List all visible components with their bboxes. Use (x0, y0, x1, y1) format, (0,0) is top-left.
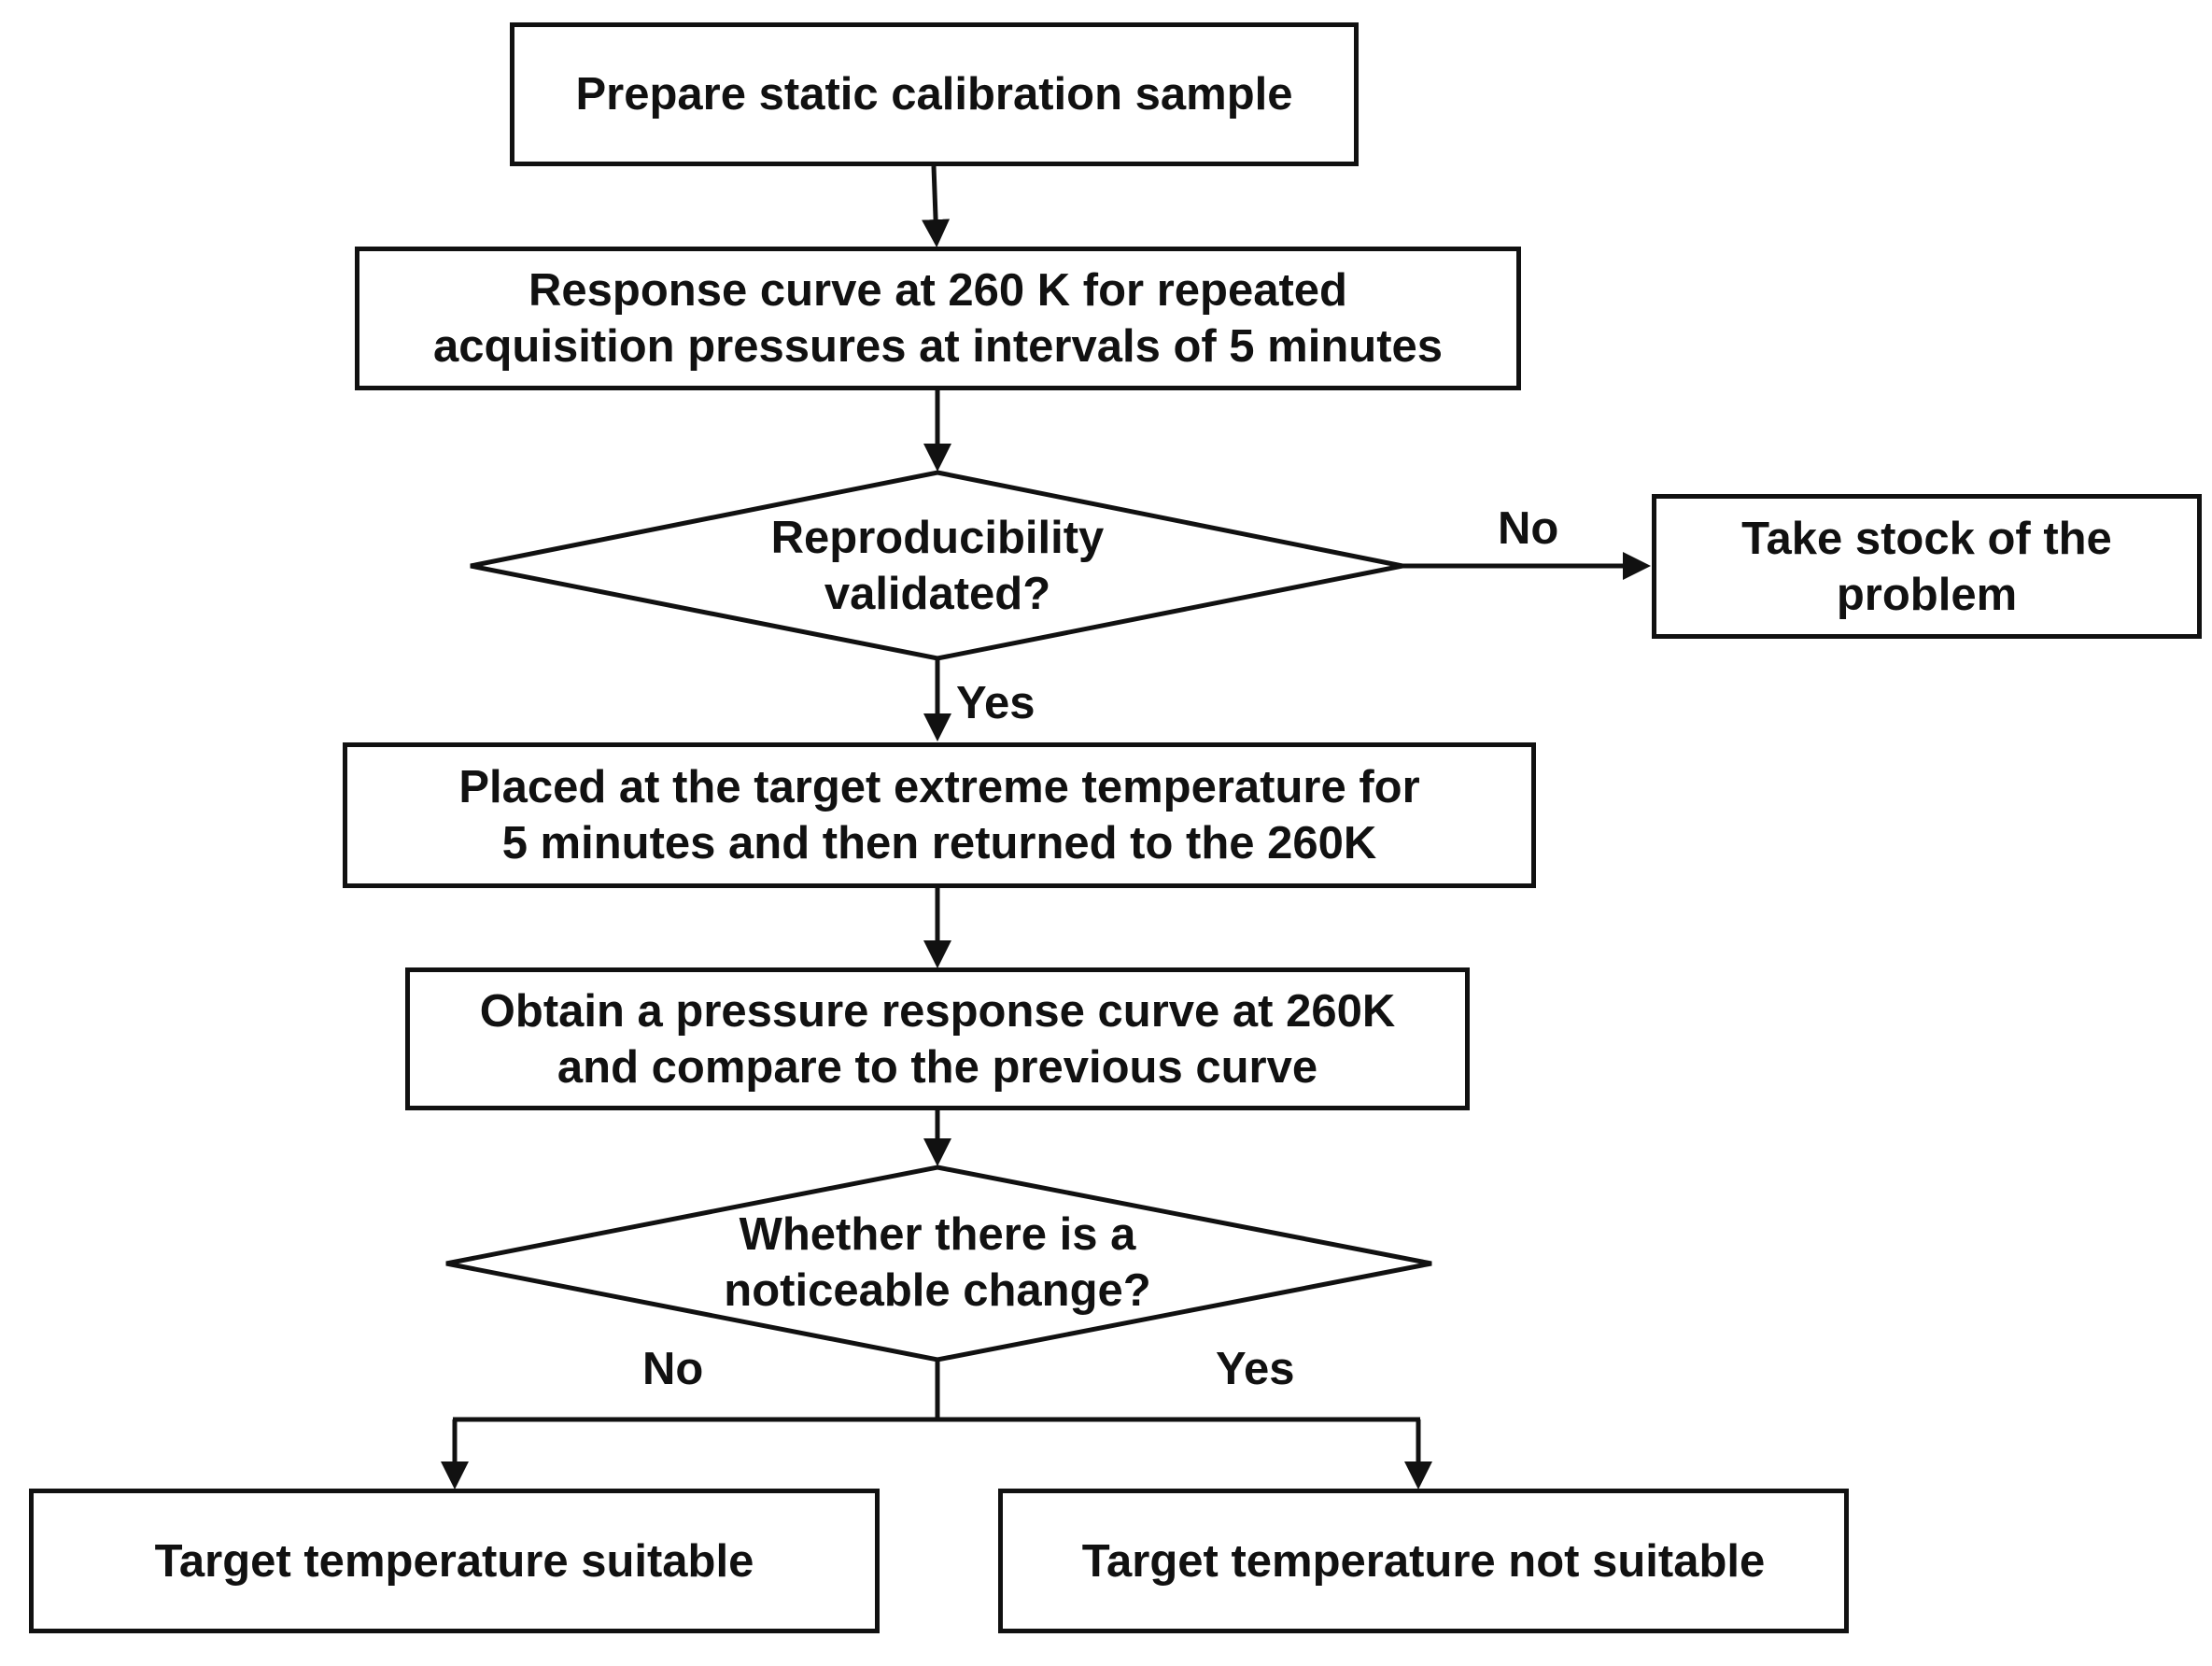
take-stock-line-2: problem (1836, 569, 2018, 620)
noticeable-change-decision-label: Whether there is a noticeable change? (657, 1207, 1218, 1319)
obtain-line-1: Obtain a pressure response curve at 260K (479, 985, 1396, 1037)
noticeable-change-line-1: Whether there is a (739, 1209, 1136, 1260)
response-curve-line-1: Response curve at 260 K for repeated (528, 265, 1347, 316)
prepare-sample-box: Prepare static calibration sample (510, 22, 1359, 166)
target-suitable-text: Target temperature suitable (154, 1535, 754, 1587)
take-stock-line-1: Take stock of the (1741, 513, 2112, 564)
target-not-suitable-text: Target temperature not suitable (1081, 1535, 1766, 1587)
target-suitable-box: Target temperature suitable (29, 1489, 880, 1633)
reproducibility-line-2: validated? (824, 569, 1051, 619)
edge-label-change-no: No (642, 1344, 704, 1394)
arrow-prepare-to-response-curve (922, 165, 951, 247)
response-curve-line-2: acquisition pressures at intervals of 5 … (432, 321, 1444, 372)
reproducibility-line-1: Reproducibility (770, 513, 1105, 563)
edge-label-reproducibility-no: No (1498, 503, 1559, 554)
obtain-curve-box: Obtain a pressure response curve at 260K… (405, 967, 1470, 1110)
noticeable-change-line-2: noticeable change? (724, 1265, 1151, 1316)
placed-line-1: Placed at the target extreme temperature… (458, 762, 1420, 812)
edge-label-change-yes: Yes (1216, 1344, 1295, 1394)
placed-line-2: 5 minutes and then returned to the 260K (501, 818, 1377, 868)
obtain-line-2: and compare to the previous curve (557, 1041, 1318, 1093)
response-curve-box: Response curve at 260 K for repeated acq… (355, 247, 1521, 390)
take-stock-box: Take stock of the problem (1652, 494, 2202, 639)
target-not-suitable-box: Target temperature not suitable (998, 1489, 1849, 1633)
prepare-sample-text: Prepare static calibration sample (575, 69, 1293, 120)
reproducibility-decision-label: Reproducibility validated? (657, 510, 1218, 622)
edge-label-reproducibility-yes: Yes (956, 678, 1036, 728)
placed-at-temperature-box: Placed at the target extreme temperature… (343, 742, 1536, 888)
